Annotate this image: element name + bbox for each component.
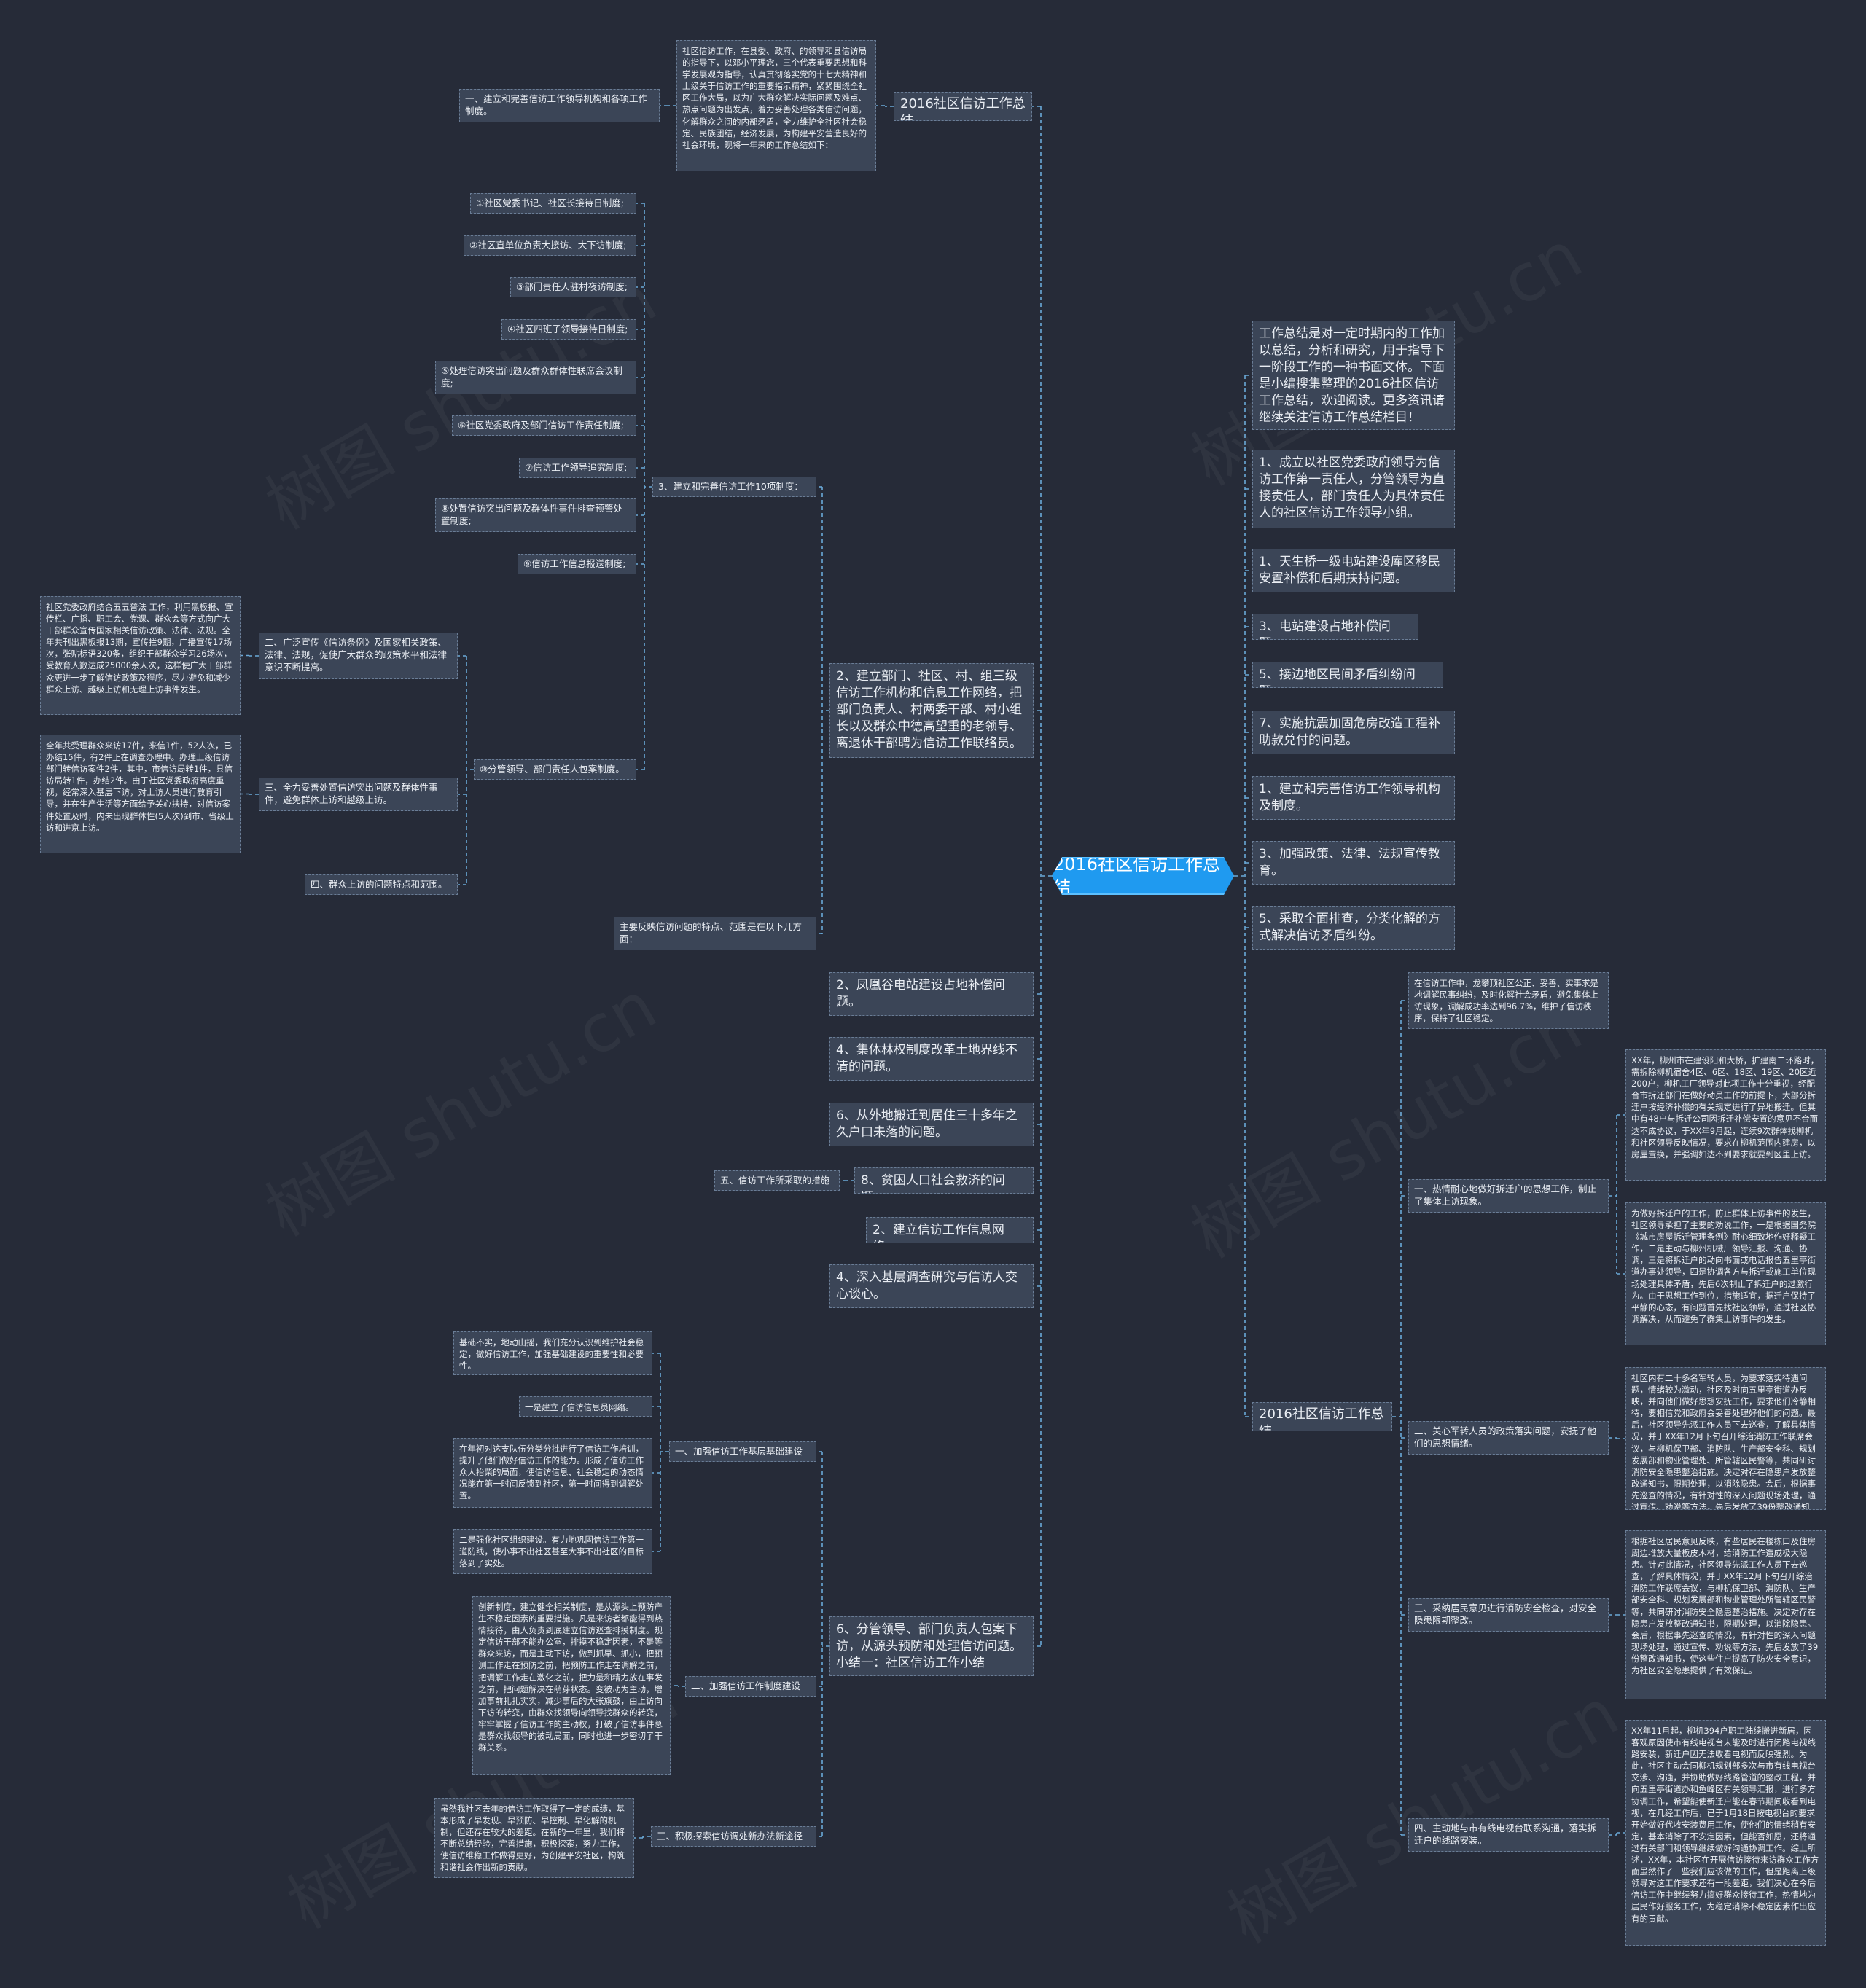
foundation-item[interactable]: 一是建立了信访信息员网络。 xyxy=(519,1396,652,1417)
handling-detail[interactable]: 全年共受理群众来访17件，来信1件，52人次，已办结15件，有2件正在调查办理中… xyxy=(40,735,241,853)
rule-item[interactable]: ④社区四班子领导接待日制度; xyxy=(501,319,636,340)
veterans-heading[interactable]: 二、关心军转人员的政策落实问题，安抚了他们的思想情绪。 xyxy=(1408,1421,1609,1455)
issue-item[interactable]: 4、集体林权制度改革土地界线不清的问题。 xyxy=(829,1037,1034,1081)
foundation-item[interactable]: 二是强化社区组织建设。有力地巩固信访工作第一道防线，使小事不出社区甚至大事不出社… xyxy=(453,1529,652,1574)
new-methods-detail[interactable]: 虽然我社区去年的信访工作取得了一定的成绩，基本形成了早发现、早预防、早控制、早化… xyxy=(434,1798,634,1878)
cable-tv-heading[interactable]: 四、主动地与市有线电视台联系沟通，落实拆迁户的线路安装。 xyxy=(1408,1818,1609,1852)
relocation-detail[interactable]: XX年，柳州市在建设阳和大桥，扩建南二环路时，需拆除柳机宿舍4区、6区、18区、… xyxy=(1625,1049,1826,1181)
fire-safety-heading[interactable]: 三、采纳居民意见进行消防安全检查，对安全隐患限期整改。 xyxy=(1408,1598,1609,1632)
issues-scope-item[interactable]: 四、群众上访的问题特点和范围。 xyxy=(305,874,458,895)
rule-item[interactable]: ⑥社区党委政府及部门信访工作责任制度; xyxy=(452,415,636,436)
branch-summary-bottom[interactable]: 2016社区信访工作总结 xyxy=(1252,1402,1392,1431)
rule-item[interactable]: ①社区党委书记、社区长接待日制度; xyxy=(470,193,636,214)
right-item[interactable]: 5、接边地区民间矛盾纠纷问题。 xyxy=(1252,662,1443,688)
intro-node[interactable]: 工作总结是对一定时期内的工作加以总结，分析和研究，用于指导下一阶段工作的一种书面… xyxy=(1252,321,1455,430)
root-node[interactable]: 2016社区信访工作总结 xyxy=(1052,857,1234,895)
system-detail[interactable]: 创新制度，建立健全相关制度，是从源头上预防产生不稳定因素的重要措施。凡是来访者都… xyxy=(472,1596,671,1775)
fire-safety-detail[interactable]: 根据社区居民意见反映，有些居民在楼栋口及住房周边堆放大量板皮木材，给消防工作造成… xyxy=(1625,1530,1826,1699)
issue-item[interactable]: 2、凤凰谷电站建设占地补偿问题。 xyxy=(829,972,1034,1016)
right-item[interactable]: 3、加强政策、法律、法规宣传教育。 xyxy=(1252,841,1455,885)
summary-intro[interactable]: 在信访工作中，龙攀顶社区公正、妥善、实事求是地调解民事纠纷，及时化解社会矛盾，避… xyxy=(1408,972,1609,1029)
right-item[interactable]: 5、采取全面排查，分类化解的方式解决信访矛盾纠纷。 xyxy=(1252,906,1455,950)
rule-item[interactable]: ⑧处置信访突出问题及群体性事件排查预警处置制度; xyxy=(435,498,636,532)
measure-item[interactable]: 4、深入基层调查研究与信访人交心谈心。 xyxy=(829,1264,1034,1308)
measures-heading[interactable]: 五、信访工作所采取的措施 xyxy=(714,1170,840,1191)
measure-item[interactable]: 2、建立信访工作信息网络。 xyxy=(866,1217,1034,1243)
rule-item[interactable]: ⑨信访工作信息报送制度; xyxy=(518,554,636,574)
veterans-detail[interactable]: 社区内有二十多名军转人员，为要求落实待遇问题，情绪较为激动，社区及时向五里亭街道… xyxy=(1625,1367,1826,1510)
right-item[interactable]: 1、成立以社区党委政府领导为信访工作第一责任人，分管领导为直接责任人，部门责任人… xyxy=(1252,450,1455,528)
rule-item[interactable]: ⑦信访工作领导追究制度; xyxy=(519,458,636,478)
foundation-heading[interactable]: 一、加强信访工作基层基础建设 xyxy=(669,1441,816,1462)
system-heading[interactable]: 二、加强信访工作制度建设 xyxy=(685,1676,816,1697)
leadership-structure-item[interactable]: 一、建立和完善信访工作领导机构和各项工作制度。 xyxy=(459,89,660,122)
publicity-item[interactable]: 二、广泛宣传《信访条例》及国家相关政策、法律、法规，促使广大群众的政策水平和法律… xyxy=(259,633,458,679)
issue-item[interactable]: 8、贫困人口社会救济的问题。 xyxy=(854,1167,1034,1194)
foundation-item[interactable]: 在年初对这支队伍分类分批进行了信访工作培训，提升了他们做好信访工作的能力。形成了… xyxy=(453,1438,652,1508)
publicity-detail[interactable]: 社区党委政府结合五五普法 工作，利用黑板报、宣传栏、广播、职工会、党课、群众会等… xyxy=(40,596,241,715)
branch-summary-top[interactable]: 2016社区信访工作总结 xyxy=(894,92,1032,121)
relocation-detail[interactable]: 为做好拆迁户的工作，防止群体上访事件的发生，社区领导承担了主要的劝说工作，一是根… xyxy=(1625,1202,1826,1345)
right-item[interactable]: 3、电站建设占地补偿问题。 xyxy=(1252,614,1418,640)
rule-item[interactable]: ⑤处理信访突出问题及群众群体性联席会议制度; xyxy=(435,361,636,394)
relocation-heading[interactable]: 一、热情耐心地做好拆迁户的思想工作，制止了集体上访现象。 xyxy=(1408,1179,1609,1213)
new-methods-heading[interactable]: 三、积极探索信访调处新办法新途径 xyxy=(651,1826,816,1847)
cable-tv-detail[interactable]: XX年11月起，柳机394户职工陆续搬进新居，因客观原因使市有线电视台未能及时进… xyxy=(1625,1720,1826,1946)
right-item[interactable]: 1、建立和完善信访工作领导机构及制度。 xyxy=(1252,776,1455,820)
rule-item[interactable]: ③部门责任人驻村夜访制度; xyxy=(510,277,636,297)
rule-item[interactable]: ②社区直单位负责大接访、大下访制度; xyxy=(464,235,636,256)
branch-summary-intro[interactable]: 社区信访工作，在县委、政府、的领导和县信访局的指导下，以邓小平理念，三个代表重要… xyxy=(676,40,876,171)
rule-item[interactable]: ⑩分管领导、部门责任人包案制度。 xyxy=(474,759,636,780)
handling-item[interactable]: 三、全力妥善处置信访突出问题及群体性事件，避免群体上访和越级上访。 xyxy=(259,778,458,811)
branch-three-level-network[interactable]: 2、建立部门、社区、村、组三级信访工作机构和信息工作网络，把部门负责人、村两委干… xyxy=(829,663,1034,758)
right-item[interactable]: 7、实施抗震加固危房改造工程补助款兑付的问题。 xyxy=(1252,711,1455,754)
ten-rules-heading[interactable]: 3、建立和完善信访工作10项制度： xyxy=(652,477,816,497)
issue-item[interactable]: 6、从外地搬迁到居住三十多年之久户口未落的问题。 xyxy=(829,1103,1034,1146)
branch-leader-visits[interactable]: 6、分管领导、部门负责人包案下访，从源头预防和处理信访问题。小结一：社区信访工作… xyxy=(829,1616,1034,1676)
foundation-item[interactable]: 基础不实，地动山摇，我们充分认识到维护社会稳定，做好信访工作，加强基础建设的重要… xyxy=(453,1331,652,1375)
issues-scope-heading[interactable]: 主要反映信访问题的特点、范围是在以下几方面： xyxy=(614,917,816,950)
right-item[interactable]: 1、天生桥一级电站建设库区移民安置补偿和后期扶持问题。 xyxy=(1252,549,1455,592)
